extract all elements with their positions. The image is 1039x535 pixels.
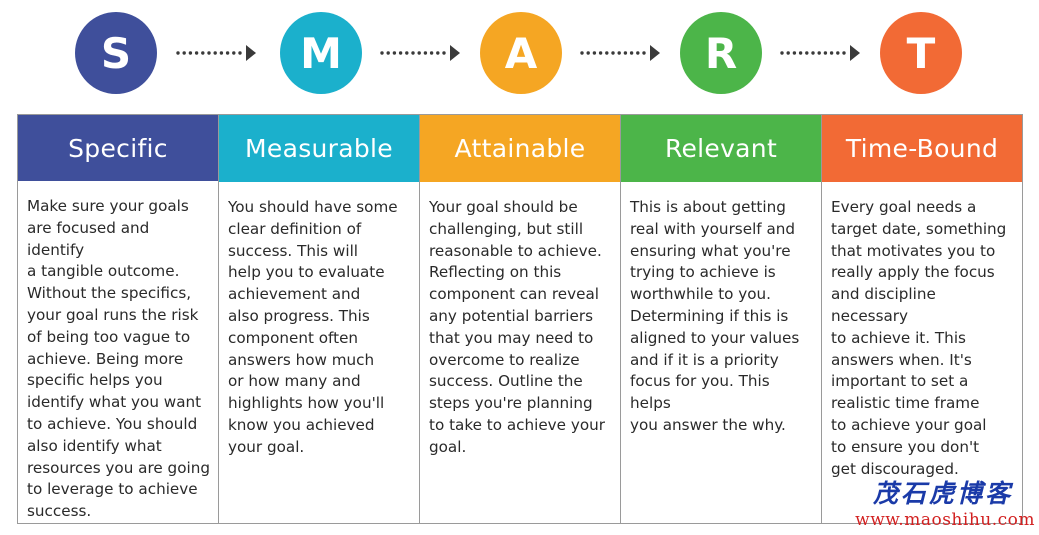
body-line: to achieve it. This — [831, 328, 966, 347]
column-body-relevant: This is about getting real with yourself … — [621, 182, 821, 437]
dotted-arrow-icon — [780, 45, 860, 61]
body-line: You should have some — [228, 198, 398, 216]
body-line: component can reveal — [429, 285, 599, 304]
body-line: to achieve your goal — [831, 415, 987, 434]
letter-circle-r: R — [680, 12, 762, 94]
letter-circle-a: A — [480, 12, 562, 94]
body-line: clear definition of — [228, 219, 362, 238]
watermark-chinese: 茂石虎博客 — [872, 479, 1013, 508]
column-body-measurable: You should have some clear definition of s… — [219, 182, 419, 459]
column-specific: Specific Make sure your goals are focused… — [18, 115, 219, 523]
body-line: success. This will — [228, 241, 359, 260]
body-line: get discouraged. — [831, 459, 959, 478]
letter-circle-t: T — [880, 12, 962, 94]
body-line: achieve. Being more — [27, 349, 184, 368]
body-line: success. Outline the — [429, 372, 583, 391]
body-line: and discipline necessary — [831, 285, 936, 325]
column-measurable: Measurable You should have some clear def… — [219, 115, 420, 523]
column-header-time-bound: Time-Bound — [822, 115, 1022, 182]
body-line: target date, something — [831, 219, 1007, 238]
body-line: trying to achieve is — [630, 263, 776, 282]
body-line: and if it is a priority — [630, 350, 779, 369]
body-line: answers when. It's — [831, 350, 972, 369]
column-body-specific: Make sure your goals are focused and iden… — [18, 181, 218, 523]
body-line: help you to evaluate — [228, 263, 385, 282]
column-body-time-bound: Every goal needs a target date, something… — [822, 182, 1022, 480]
body-line: also identify what — [27, 436, 162, 455]
body-line: goal. — [429, 437, 467, 456]
dotted-arrow-icon — [176, 45, 256, 61]
body-line: component often — [228, 328, 359, 347]
body-line: important to set a — [831, 372, 969, 391]
body-line: a tangible outcome. — [27, 262, 180, 281]
column-body-attainable: Your goal should be challenging, but stil… — [420, 182, 620, 459]
column-header-relevant: Relevant — [621, 115, 821, 182]
body-line: you answer the why. — [630, 415, 786, 434]
body-line: really apply the focus — [831, 263, 995, 282]
body-line: Make sure your goals — [27, 197, 189, 216]
dotted-arrow-icon — [580, 45, 660, 61]
body-line: realistic time frame — [831, 394, 980, 413]
letter-circle-m: M — [280, 12, 362, 94]
body-line: achievement and — [228, 285, 361, 304]
column-time-bound: Time-Bound Every goal needs a target date… — [822, 115, 1022, 523]
body-line: ensuring what you're — [630, 241, 791, 260]
dotted-arrow-icon — [380, 45, 460, 61]
letter-circle-s: S — [75, 12, 157, 94]
body-line: to achieve. You should — [27, 415, 198, 434]
body-line: any potential barriers — [429, 306, 594, 325]
body-line: steps you're planning — [429, 394, 593, 413]
body-line: success. — [27, 502, 92, 521]
body-line: your goal runs the risk — [27, 306, 199, 325]
smart-letter-row: S M A R T — [0, 12, 1039, 94]
body-line: Determining if this is — [630, 306, 789, 325]
body-line: challenging, but still — [429, 219, 584, 238]
body-line: know you achieved — [228, 415, 375, 434]
body-line: highlights how you'll — [228, 394, 385, 413]
body-line: aligned to your values — [630, 328, 800, 347]
body-line: worthwhile to you. — [630, 285, 772, 304]
body-line: are focused and identify — [27, 218, 150, 259]
body-line: Reflecting on this — [429, 263, 562, 282]
body-line: also progress. This — [228, 306, 370, 325]
body-line: reasonable to achieve. — [429, 241, 602, 260]
body-line: to ensure you don't — [831, 437, 980, 456]
column-header-measurable: Measurable — [219, 115, 419, 182]
body-line: to leverage to achieve — [27, 480, 198, 499]
body-line: of being too vague to — [27, 327, 191, 346]
body-line: identify what you want — [27, 393, 202, 412]
body-line: that motivates you to — [831, 241, 996, 260]
body-line: answers how much — [228, 350, 375, 369]
column-header-specific: Specific — [18, 115, 218, 182]
body-line: that you may need to — [429, 328, 594, 347]
column-header-attainable: Attainable — [420, 115, 620, 182]
body-line: real with yourself and — [630, 219, 796, 238]
watermark-url: www.maoshihu.com — [855, 510, 1035, 530]
body-line: Every goal needs a — [831, 198, 977, 216]
body-line: Your goal should be — [429, 198, 578, 216]
smart-table: Specific Make sure your goals are focused… — [17, 114, 1023, 524]
body-line: specific helps you — [27, 371, 163, 390]
body-line: your goal. — [228, 437, 305, 456]
body-line: resources you are going — [27, 458, 210, 477]
column-attainable: Attainable Your goal should be challengin… — [420, 115, 621, 523]
column-relevant: Relevant This is about getting real with … — [621, 115, 822, 523]
body-line: or how many and — [228, 372, 361, 391]
body-line: to take to achieve your — [429, 415, 605, 434]
body-line: This is about getting — [630, 198, 786, 216]
body-line: overcome to realize — [429, 350, 580, 369]
body-line: focus for you. This helps — [630, 372, 770, 413]
body-line: Without the specifics, — [27, 284, 192, 303]
